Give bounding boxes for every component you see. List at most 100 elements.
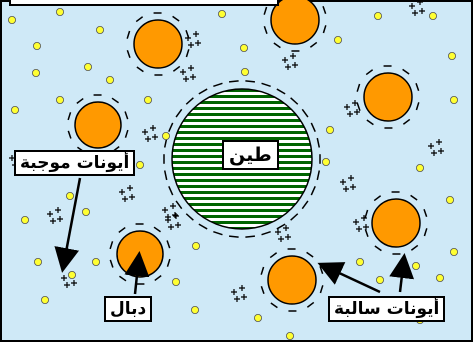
negative-charge — [76, 97, 84, 104]
negative-charge — [316, 170, 321, 181]
negative-charge — [402, 118, 411, 125]
cation-dot — [447, 52, 456, 61]
negative-charge — [276, 223, 286, 230]
plus-sign — [180, 69, 186, 75]
negative-charge — [263, 6, 268, 15]
negative-charge — [310, 122, 316, 132]
positive-ion-cluster — [162, 203, 178, 220]
humus-circle — [270, 0, 320, 45]
negative-charge — [402, 68, 410, 75]
plus-sign — [282, 57, 288, 63]
top-label-box-fragment — [9, 0, 279, 6]
plus-sign — [168, 224, 174, 230]
arrow-humus — [124, 251, 150, 295]
plus-sign — [285, 64, 291, 70]
cation-dot — [253, 313, 262, 322]
negative-charge — [245, 235, 256, 238]
cation-dot — [449, 96, 458, 105]
positive-ion-cluster — [353, 215, 369, 232]
negative-charge — [198, 88, 208, 95]
humus-circle — [267, 255, 317, 305]
negative-charge — [356, 102, 361, 112]
cation-dot — [415, 163, 424, 172]
negative-charge — [228, 80, 239, 83]
plus-sign — [275, 229, 281, 235]
negative-charge — [415, 102, 420, 111]
negative-charge — [322, 25, 327, 34]
clay-label: طين — [222, 140, 279, 170]
negative-charge — [166, 258, 171, 267]
plus-sign — [50, 218, 56, 224]
cation-dot — [106, 76, 115, 85]
plus-sign — [172, 212, 178, 218]
positive-ion-cluster — [185, 31, 201, 48]
humus-circle — [363, 72, 413, 122]
plus-sign — [55, 207, 61, 213]
plus-sign — [231, 289, 237, 295]
negative-charge — [124, 111, 129, 120]
negative-charge — [168, 186, 174, 196]
plus-sign — [122, 196, 128, 202]
plus-sign — [350, 184, 356, 190]
humus-particle — [260, 248, 324, 312]
plus-sign — [354, 109, 360, 115]
plus-sign — [188, 65, 194, 71]
negative-charge — [410, 194, 418, 201]
negative-charge — [111, 97, 119, 104]
cation-dot — [240, 68, 249, 77]
cation-dot — [34, 257, 43, 266]
plus-sign — [417, 0, 423, 5]
plus-sign — [278, 236, 284, 242]
cation-dot — [217, 9, 226, 18]
plus-sign — [239, 285, 245, 291]
plus-sign — [419, 8, 425, 14]
cation-dot — [143, 96, 152, 105]
negative-charge — [273, 42, 281, 49]
negative-charge — [415, 82, 420, 92]
negative-charge — [172, 65, 181, 72]
cation-dot — [449, 247, 458, 256]
plus-sign — [61, 275, 67, 281]
negative-charge — [322, 5, 327, 15]
negative-charge — [118, 226, 126, 233]
plus-sign — [195, 40, 201, 46]
negative-charge — [423, 208, 428, 218]
humus-particle — [126, 12, 190, 76]
arrow-negative-ions-2 — [389, 253, 415, 293]
cation-dot — [411, 261, 420, 270]
humus-circle — [116, 230, 164, 278]
negative-charge — [213, 230, 223, 236]
plus-sign — [190, 74, 196, 80]
cation-dot — [68, 270, 77, 279]
plus-sign — [356, 226, 362, 232]
plus-sign — [47, 211, 53, 217]
humus-circle — [74, 101, 122, 149]
negative-ions-label: أيونات سالبة — [328, 296, 446, 322]
humus-circle — [371, 198, 421, 248]
cation-dot — [20, 215, 29, 224]
negative-charge — [356, 83, 361, 92]
negative-charge — [172, 15, 180, 22]
plus-sign — [175, 222, 181, 228]
positive-ion-cluster — [142, 125, 158, 142]
plus-sign — [234, 296, 240, 302]
humus-particle — [356, 65, 420, 129]
negative-charge — [269, 252, 278, 259]
plus-sign — [185, 35, 191, 41]
plus-sign — [129, 194, 135, 200]
humus-label: دبال — [104, 296, 153, 322]
negative-charge — [228, 235, 239, 238]
plus-sign — [152, 134, 158, 140]
cation-dot — [325, 126, 334, 135]
negative-charge — [154, 275, 162, 282]
negative-charge — [109, 259, 114, 268]
positive-ion-cluster — [344, 100, 360, 117]
arrows — [54, 177, 415, 295]
negative-charge — [306, 251, 314, 258]
negative-charge — [213, 82, 223, 88]
negative-charge — [175, 108, 183, 118]
cation-dot — [41, 295, 50, 304]
negative-charge — [185, 49, 190, 58]
plus-sign — [409, 3, 415, 9]
cation-dot — [66, 191, 75, 200]
